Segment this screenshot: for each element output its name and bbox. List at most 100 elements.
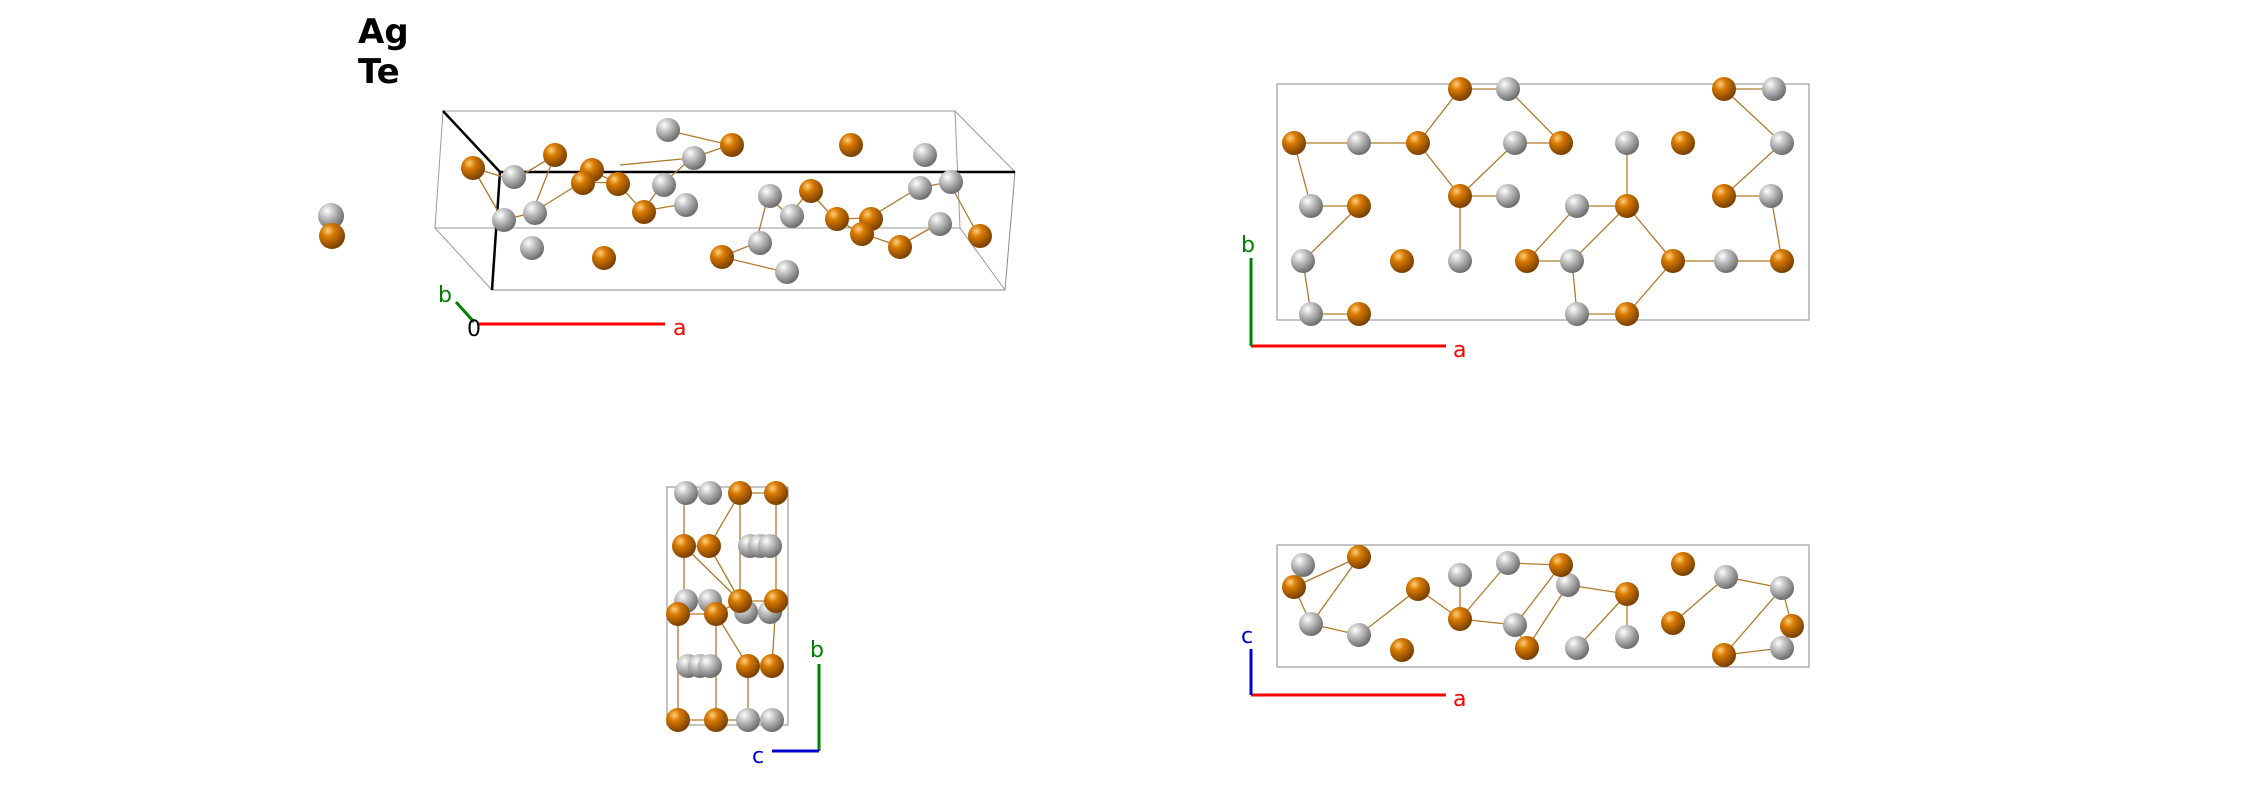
atom-ag — [1556, 573, 1580, 597]
unit-cell-cb — [666, 486, 789, 726]
axes-cb: b c — [752, 638, 824, 769]
atom-te — [543, 143, 567, 167]
atom-te — [697, 534, 721, 558]
origin-label: 0 — [467, 317, 481, 342]
atom-ag — [928, 212, 952, 236]
atom-ag — [1291, 553, 1315, 577]
atom-te — [1712, 643, 1736, 667]
atom-ag — [520, 236, 544, 260]
atom-ag — [523, 201, 547, 225]
atom-te — [1549, 553, 1573, 577]
atom-ag — [674, 193, 698, 217]
atom-ag — [502, 165, 526, 189]
atom-te — [666, 602, 690, 626]
atom-ag — [775, 260, 799, 284]
atom-ag — [1503, 613, 1527, 637]
atom-te — [1448, 184, 1472, 208]
atom-ag — [1615, 625, 1639, 649]
atom-te — [1390, 249, 1414, 273]
atom-ag — [1770, 636, 1794, 660]
atom-ag — [1560, 249, 1584, 273]
atom-te — [888, 235, 912, 259]
atom-ag — [1714, 565, 1738, 589]
atom-ag — [1615, 131, 1639, 155]
axis-label-b: b — [810, 638, 824, 663]
axis-label-c: c — [1241, 624, 1253, 649]
atom-te — [1282, 131, 1306, 155]
atom-ag — [1347, 623, 1371, 647]
atom-ag — [908, 176, 932, 200]
atom-te — [1661, 249, 1685, 273]
atom-te — [968, 224, 992, 248]
atom-te — [1390, 638, 1414, 662]
atom-ag — [758, 184, 782, 208]
atom-te — [760, 654, 784, 678]
atom-te — [710, 245, 734, 269]
atom-te — [1615, 194, 1639, 218]
atom-ag — [1770, 131, 1794, 155]
atom-te — [1661, 611, 1685, 635]
atom-ag — [698, 481, 722, 505]
unit-cell-ac — [1276, 544, 1810, 668]
atom-ag — [492, 208, 516, 232]
atom-ag — [656, 118, 680, 142]
atom-te — [1615, 582, 1639, 606]
atom-te — [1671, 552, 1695, 576]
atom-te — [1448, 607, 1472, 631]
atom-te — [1448, 77, 1472, 101]
atom-ag — [1565, 636, 1589, 660]
axes-ab: a b — [1241, 233, 1466, 363]
axis-label-c: c — [752, 744, 764, 769]
atom-te — [728, 589, 752, 613]
atom-ag — [652, 173, 676, 197]
element-legend: Ag Te — [358, 12, 409, 92]
legend-te: Te — [358, 52, 400, 92]
atom-te — [1549, 131, 1573, 155]
atom-ag — [1448, 563, 1472, 587]
atom-ag — [1496, 184, 1520, 208]
atom-ag — [1299, 612, 1323, 636]
view-perspective: a b 0 — [318, 110, 1016, 342]
atom-ag — [1503, 131, 1527, 155]
atom-te — [728, 481, 752, 505]
axis-label-a: a — [673, 316, 686, 341]
atom-ag — [1496, 77, 1520, 101]
atom-ag — [318, 203, 344, 229]
atom-te — [1780, 614, 1804, 638]
atom-te — [666, 708, 690, 732]
atom-te — [1406, 577, 1430, 601]
atoms-ac — [1282, 545, 1804, 667]
atom-ag — [1496, 551, 1520, 575]
axes-ac: a c — [1241, 624, 1466, 712]
atom-ag — [682, 146, 706, 170]
atom-te — [1712, 184, 1736, 208]
atom-te — [764, 589, 788, 613]
atom-ag — [1762, 77, 1786, 101]
atom-te — [850, 222, 874, 246]
atom-te — [736, 654, 760, 678]
atom-ag — [758, 534, 782, 558]
atom-te — [1671, 131, 1695, 155]
atom-te — [839, 133, 863, 157]
atom-te — [632, 200, 656, 224]
atom-te — [764, 481, 788, 505]
atom-ag — [1770, 576, 1794, 600]
atom-te — [704, 602, 728, 626]
atom-ag — [1291, 249, 1315, 273]
atom-ag — [1759, 184, 1783, 208]
atom-ag — [698, 654, 722, 678]
atom-te — [1347, 302, 1371, 326]
atom-te — [1515, 249, 1539, 273]
legend-ag: Ag — [358, 12, 409, 52]
axes-perspective: a b 0 — [438, 283, 686, 342]
axis-label-a: a — [1453, 687, 1466, 712]
atom-te — [1770, 249, 1794, 273]
atom-ag — [760, 708, 784, 732]
unit-cell-ab — [1276, 83, 1810, 321]
atom-ag — [1299, 302, 1323, 326]
atom-te — [672, 534, 696, 558]
atom-te — [319, 223, 345, 249]
atom-te — [825, 207, 849, 231]
atom-ag — [1347, 131, 1371, 155]
